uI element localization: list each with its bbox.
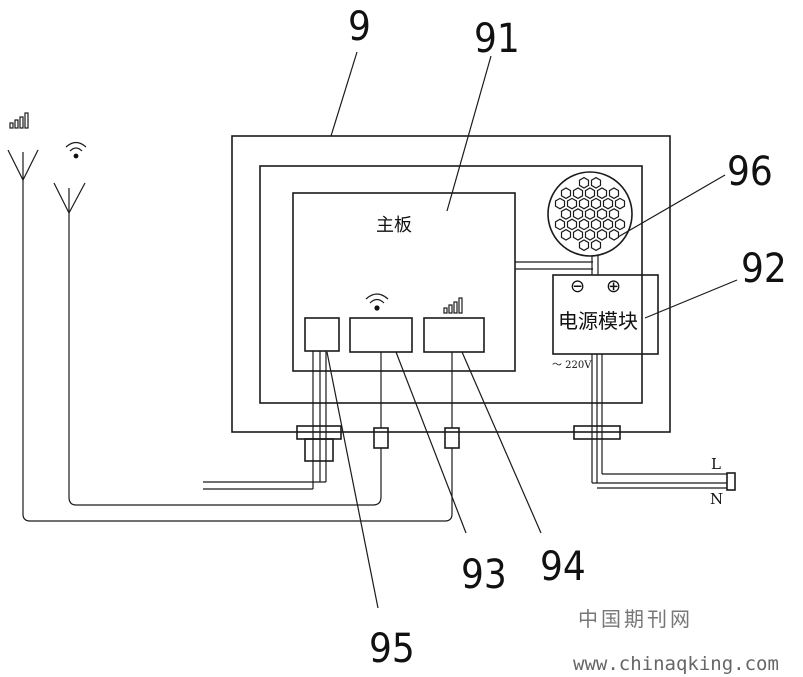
ref-9: 9 <box>348 4 371 50</box>
speaker-hole <box>572 187 584 200</box>
speaker-hole <box>572 208 584 220</box>
speaker-hole <box>590 218 602 231</box>
ac-input-label: ～ 220V <box>552 360 592 371</box>
speaker-hole <box>608 228 620 241</box>
wifi-icon <box>65 141 87 159</box>
ref-91: 91 <box>474 16 520 62</box>
ref-92: 92 <box>741 246 787 292</box>
speaker-hole <box>554 197 566 210</box>
outer-housing <box>231 135 671 433</box>
speaker-hole <box>596 228 608 241</box>
power-minus-symbol: ⊖ <box>570 276 585 297</box>
speaker-hole <box>596 208 608 220</box>
speaker-hole <box>578 197 590 210</box>
speaker-hole <box>566 218 578 231</box>
power-module-box <box>552 274 659 355</box>
speaker-grille-icon <box>547 171 633 257</box>
inner-housing <box>259 165 643 404</box>
speaker-hole <box>590 176 602 189</box>
speaker-hole <box>608 208 620 220</box>
speaker-hole <box>566 197 578 210</box>
speaker-hole <box>572 228 584 241</box>
speaker-hole <box>602 197 614 210</box>
speaker-hole <box>590 239 602 252</box>
wifi-icon <box>365 293 389 311</box>
ref-96: 96 <box>727 149 773 195</box>
speaker-hole <box>596 187 608 200</box>
speaker-hole <box>590 197 602 210</box>
wifi-module-box <box>349 317 413 353</box>
signal-bars-icon <box>443 297 463 314</box>
signal-bars-icon <box>9 112 29 129</box>
watermark-name: 中国期刊网 <box>578 607 693 631</box>
power-plus-symbol: ⊕ <box>606 276 621 297</box>
speaker-hole <box>584 228 596 241</box>
ref-93: 93 <box>461 552 507 598</box>
speaker-hole <box>560 228 572 241</box>
speaker-hole <box>584 187 596 200</box>
speaker-hole <box>578 239 590 252</box>
speaker-hole <box>614 218 626 231</box>
speaker-hole <box>578 218 590 231</box>
ref-94: 94 <box>540 544 586 590</box>
speaker-hole <box>560 208 572 220</box>
mainboard-box <box>292 192 516 372</box>
speaker-hole <box>578 176 590 189</box>
speaker-hole <box>602 218 614 231</box>
neutral-terminal-label: N <box>710 490 723 508</box>
power-module-label: 电源模块 <box>558 309 638 333</box>
speaker-hole <box>608 187 620 200</box>
speaker-hole <box>560 187 572 200</box>
port-module-box <box>304 317 340 352</box>
live-terminal-label: L <box>711 455 721 473</box>
watermark-url: www.chinaqking.com <box>573 653 779 675</box>
speaker-hole <box>554 218 566 231</box>
ref-95: 95 <box>369 626 415 672</box>
cellular-module-box <box>423 317 485 353</box>
speaker-hole <box>584 208 596 220</box>
speaker-hole <box>614 197 626 210</box>
mainboard-label: 主板 <box>376 215 412 236</box>
